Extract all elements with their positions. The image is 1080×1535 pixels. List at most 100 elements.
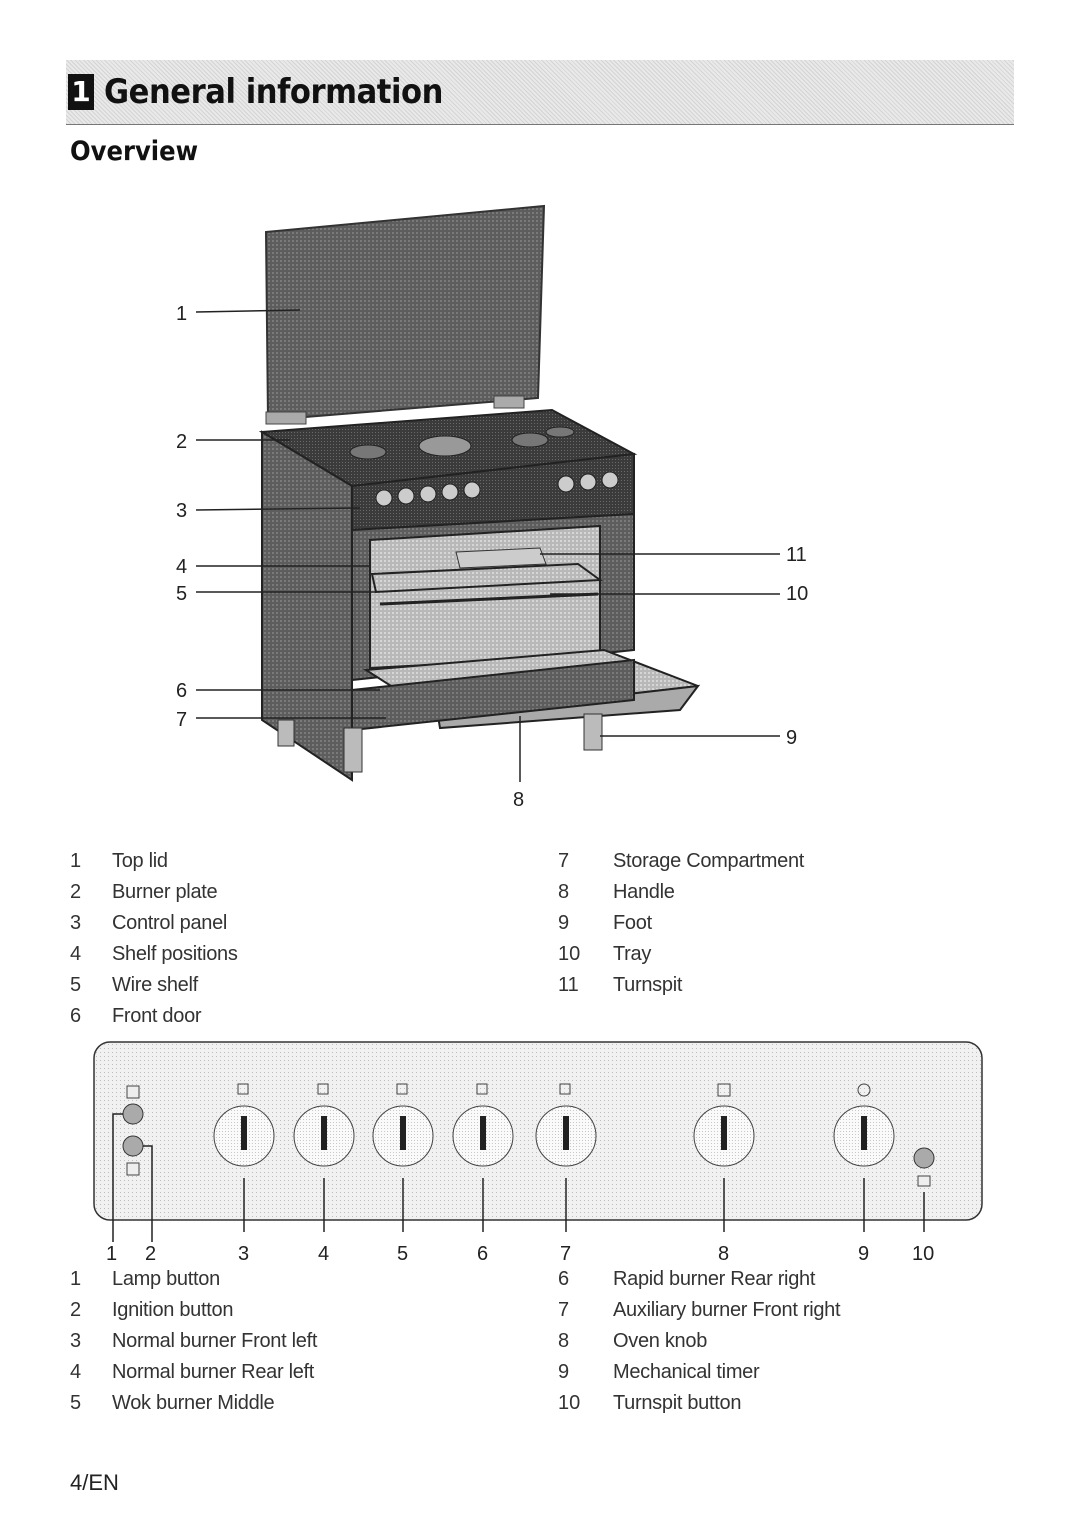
callout-6: 6 (176, 680, 187, 702)
knob-middle-wok[interactable] (372, 1083, 434, 1167)
legend-item: 5 Wok burner Middle (70, 1388, 317, 1419)
section-title: General information (104, 72, 443, 112)
legend-label: Wire shelf (112, 974, 198, 996)
legend-label: Turnspit button (613, 1392, 742, 1414)
callout-10: 10 (786, 583, 808, 605)
panel-callout-7: 7 (560, 1243, 571, 1265)
legend-number: 6 (70, 1005, 82, 1027)
lamp-button[interactable] (122, 1103, 144, 1125)
legend-label: Shelf positions (112, 943, 238, 965)
legend-item: 7 Storage Compartment (558, 846, 804, 877)
callout-11: 11 (786, 544, 807, 566)
legend-label: Normal burner Rear left (112, 1361, 315, 1383)
callout-2: 2 (176, 431, 187, 453)
ignition-button[interactable] (122, 1135, 144, 1157)
legend-label: Burner plate (112, 881, 218, 903)
callout-4: 4 (176, 556, 187, 578)
panel-callout-6: 6 (477, 1243, 488, 1265)
legend-item: 10 Tray (558, 939, 804, 970)
legend-label: Mechanical timer (613, 1361, 760, 1383)
panel-callout-4: 4 (318, 1243, 329, 1265)
subsection-title: Overview (70, 136, 199, 167)
legend-number: 1 (70, 850, 82, 872)
legend-item: 9 Foot (558, 908, 804, 939)
foot (583, 713, 603, 751)
legend-label: Wok burner Middle (112, 1392, 275, 1414)
legend-item: 2 Burner plate (70, 877, 238, 908)
turnspit-icon (917, 1175, 931, 1187)
callout-5: 5 (176, 583, 187, 605)
panel-callout-2: 2 (145, 1243, 156, 1265)
legend-item: 4 Normal burner Rear left (70, 1357, 317, 1388)
control-panel-illustration: 1 2 3 4 5 6 7 8 9 10 (93, 1041, 983, 1265)
wire-shelf (370, 562, 603, 594)
legend-label: Storage Compartment (613, 850, 805, 872)
legend-number: 4 (70, 1361, 82, 1383)
callout-7: 7 (176, 709, 187, 731)
legend-label: Tray (613, 943, 652, 965)
knob-rear-right[interactable] (452, 1083, 514, 1167)
callout-9: 9 (786, 727, 797, 749)
panel-callout-5: 5 (397, 1243, 408, 1265)
section-number-badge: 1 (68, 74, 94, 110)
legend-number: 5 (70, 1392, 82, 1414)
top-lid (264, 204, 546, 422)
knob-rear-left[interactable] (293, 1083, 355, 1167)
section-header: 1 General information (66, 60, 1014, 125)
legend-label: Foot (613, 912, 652, 934)
legend-number: 11 (558, 974, 579, 996)
legend-number: 10 (558, 943, 581, 965)
legend-item: 3 Normal burner Front left (70, 1326, 317, 1357)
legend-number: 2 (70, 881, 82, 903)
foot (343, 727, 363, 773)
turnspit-button[interactable] (913, 1147, 935, 1169)
legend-item: 5 Wire shelf (70, 970, 238, 1001)
legend-number: 7 (558, 850, 570, 872)
control-panel (351, 452, 635, 532)
legend-number: 4 (70, 943, 82, 965)
leader-lines (195, 309, 780, 782)
legend-label: Lamp button (112, 1268, 220, 1290)
legend-number: 8 (558, 881, 570, 903)
turnspit (455, 547, 547, 569)
callout-1: 1 (176, 303, 187, 325)
lid-hinge-right (493, 395, 525, 409)
cooker-side (261, 430, 353, 782)
panel-leader-lines (112, 1113, 925, 1242)
legend-number: 1 (70, 1268, 82, 1290)
timer-knob[interactable] (833, 1083, 895, 1167)
legend-number: 9 (558, 912, 570, 934)
legend-label: Normal burner Front left (112, 1330, 318, 1352)
legend-label: Oven knob (613, 1330, 708, 1352)
ignition-icon (126, 1162, 140, 1176)
legend-label: Rapid burner Rear right (613, 1268, 816, 1290)
legend-number: 5 (70, 974, 82, 996)
knob-front-right[interactable] (535, 1083, 597, 1167)
lamp-icon (126, 1085, 140, 1099)
legend-label: Ignition button (112, 1299, 234, 1321)
cooker-illustration: 1 2 3 4 5 6 7 8 9 10 11 (176, 204, 808, 811)
panel-callout-9: 9 (858, 1243, 869, 1265)
legend-item: 4 Shelf positions (70, 939, 238, 970)
tray (379, 592, 599, 606)
callout-8: 8 (513, 789, 524, 811)
knob-front-left[interactable] (213, 1083, 275, 1167)
oven-knob[interactable] (693, 1083, 755, 1167)
panel-callout-8: 8 (718, 1243, 729, 1265)
legend-number: 7 (558, 1299, 570, 1321)
legend-number: 3 (70, 1330, 82, 1352)
